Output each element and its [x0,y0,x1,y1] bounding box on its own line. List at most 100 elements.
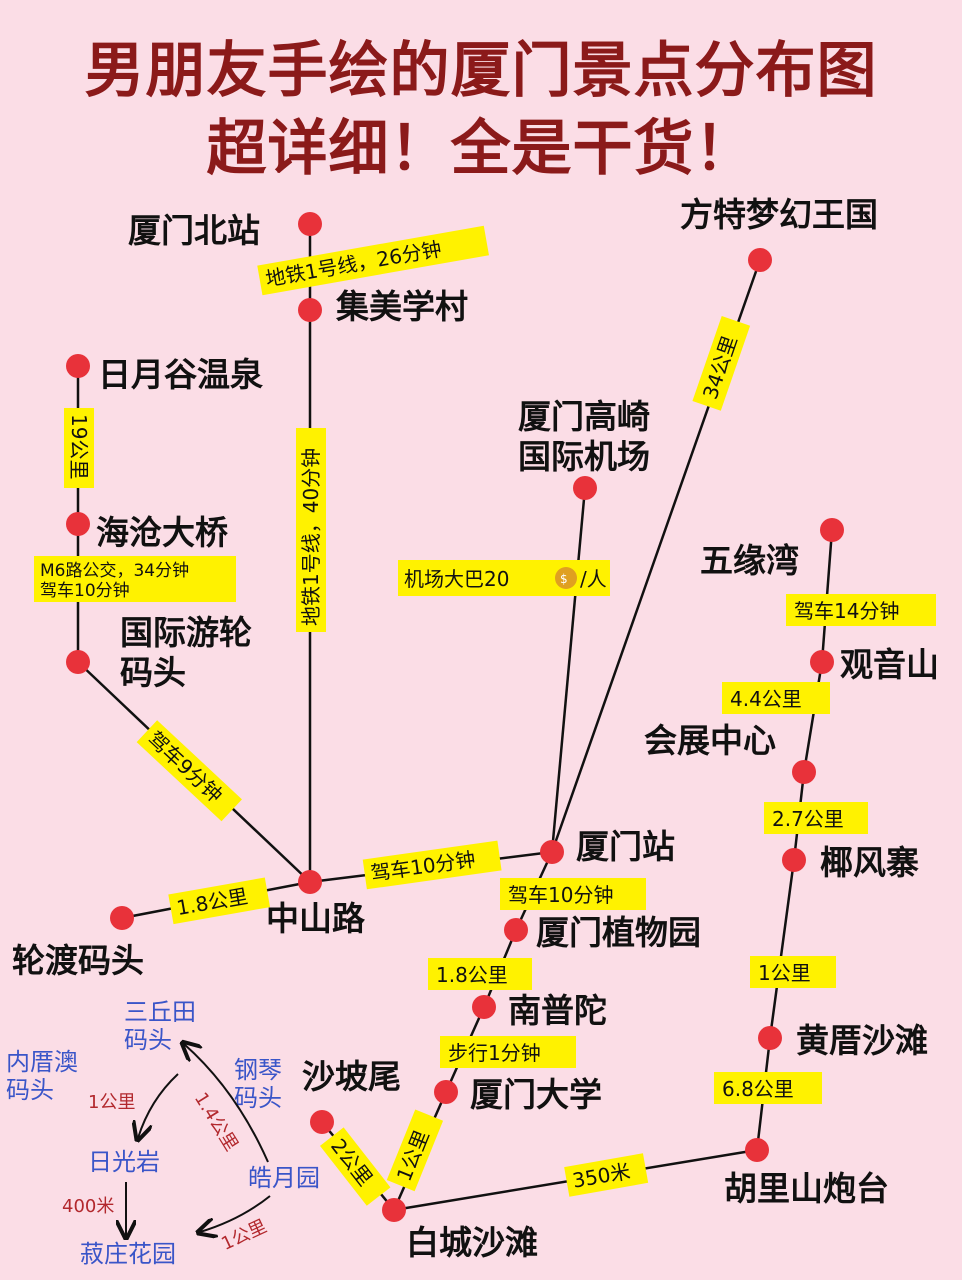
gly-d400: 400米 [62,1196,114,1217]
title-line-1: 男朋友手绘的厦门景点分布图 [84,36,878,106]
place-huizhan: 会展中心 [644,721,776,760]
dot-hulishan[interactable] [745,1138,769,1162]
dot-zhongshan[interactable] [298,870,322,894]
label-drive10a: 驾车10分钟 [362,840,502,890]
dot-nanputuo[interactable] [472,995,496,1019]
svg-text:1公里: 1公里 [758,961,811,985]
svg-text:地铁1号线，40分钟: 地铁1号线，40分钟 [299,448,323,626]
place-guoji-1: 国际游轮 [120,613,252,652]
svg-text:$: $ [560,572,568,586]
label-metro26: 地铁1号线，26分钟 [257,225,489,296]
place-jimei: 集美学村 [335,287,468,326]
place-names: 厦门北站 集美学村 日月谷温泉 海沧大桥 国际游轮 码头 方特梦幻王国 厦门高崎… [12,195,939,1262]
gly-sanqiu-2: 码头 [124,1026,172,1054]
dot-shapowei[interactable] [310,1110,334,1134]
svg-text:/人: /人 [580,567,607,591]
dot-zhiwuyuan[interactable] [504,918,528,942]
place-hulishan: 胡里山炮台 [724,1169,889,1208]
svg-text:4.4公里: 4.4公里 [730,687,802,711]
place-airport-1: 厦门高崎 [518,397,650,436]
svg-text:地铁1号线，26分钟: 地铁1号线，26分钟 [264,237,444,292]
label-km44: 4.4公里 [722,682,830,714]
place-yefeng: 椰风寨 [820,843,919,882]
svg-text:驾车10分钟: 驾车10分钟 [508,883,613,907]
label-m6: M6路公交，34分钟 驾车10分钟 [34,556,236,602]
place-fangte: 方特梦幻王国 [680,195,878,234]
label-metro40: 地铁1号线，40分钟 [296,428,326,632]
label-km18a: 1.8公里 [168,877,271,925]
gly-sanqiu-1: 三丘田 [124,998,196,1026]
label-km19: 19公里 [64,408,94,488]
gulangyu-inset: 三丘田 码头 内厝澳 码头 钢琴 码头 日光岩 皓月园 菽庄花园 1公里 1.4… [6,998,320,1268]
svg-text:M6路公交，34分钟: M6路公交，34分钟 [40,561,189,581]
gly-gangqin-1: 钢琴 [234,1056,282,1084]
place-nanputuo: 南普陀 [508,991,607,1030]
svg-text:2.7公里: 2.7公里 [772,807,844,831]
place-wuyuan: 五缘湾 [700,541,799,580]
gly-neicuo-1: 内厝澳 [6,1048,78,1076]
dot-baicheng[interactable] [382,1198,406,1222]
dot-haicang[interactable] [66,512,90,536]
label-km68: 6.8公里 [714,1072,822,1104]
place-huangcuo: 黄厝沙滩 [796,1021,928,1060]
gly-shuzhuang: 菽庄花园 [80,1240,176,1268]
svg-text:步行1分钟: 步行1分钟 [448,1041,541,1065]
label-km1a: 1公里 [750,956,836,988]
place-beizhan: 厦门北站 [128,211,260,250]
gly-haoyue: 皓月园 [248,1164,320,1192]
label-m350: 350米 [564,1153,649,1197]
dot-huangcuo[interactable] [758,1026,782,1050]
dot-huizhan[interactable] [792,760,816,784]
gly-riguang: 日光岩 [88,1148,160,1176]
place-riyuegu: 日月谷温泉 [98,355,263,394]
svg-text:6.8公里: 6.8公里 [722,1077,794,1101]
svg-text:驾车14分钟: 驾车14分钟 [794,599,899,623]
place-xiada: 厦门大学 [470,1075,602,1114]
label-drive14: 驾车14分钟 [786,594,936,626]
svg-text:驾车9分钟: 驾车9分钟 [143,726,227,807]
place-zhiwuyuan: 厦门植物园 [536,913,701,952]
svg-text:1.8公里: 1.8公里 [436,963,508,987]
label-drive10b: 驾车10分钟 [500,878,646,910]
svg-text:350米: 350米 [571,1159,632,1193]
dot-fangte[interactable] [748,248,772,272]
dot-guoji[interactable] [66,650,90,674]
gly-d1: 1公里 [88,1092,135,1113]
dot-yefeng[interactable] [782,848,806,872]
place-haicang: 海沧大桥 [96,513,228,552]
dot-riyuegu[interactable] [66,354,90,378]
money-bag-icon [555,567,577,589]
label-drive9: 驾车9分钟 [136,720,242,822]
gly-neicuo-2: 码头 [6,1076,54,1104]
dot-lundu[interactable] [110,906,134,930]
dot-beizhan[interactable] [298,212,322,236]
label-km27: 2.7公里 [764,802,868,834]
place-zhongshan: 中山路 [266,899,366,938]
label-airport-bus: 机场大巴20 $ /人 [398,560,610,596]
place-guoji-2: 码头 [120,653,186,692]
place-lundu: 轮渡码头 [12,941,144,980]
label-km2: 2公里 [319,1127,391,1206]
place-xiamenzhan: 厦门站 [576,827,675,866]
place-airport-2: 国际机场 [518,437,650,476]
dot-guanyin[interactable] [810,650,834,674]
station-dots [66,212,844,1222]
svg-text:机场大巴20: 机场大巴20 [404,567,509,591]
dot-jimei[interactable] [298,298,322,322]
label-km18b: 1.8公里 [428,958,532,990]
svg-text:驾车10分钟: 驾车10分钟 [40,581,130,601]
dot-airport[interactable] [573,476,597,500]
place-shapowei: 沙坡尾 [302,1057,401,1096]
dot-xiamenzhan[interactable] [540,840,564,864]
label-km34: 34公里 [692,315,751,411]
title-line-2: 超详细！全是干货！ [206,114,756,184]
label-walk1: 步行1分钟 [440,1036,576,1068]
label-km1b: 1公里 [386,1109,444,1192]
place-baicheng: 白城沙滩 [406,1223,538,1262]
svg-text:19公里: 19公里 [67,414,91,479]
dot-wuyuan[interactable] [820,518,844,542]
gly-gangqin-2: 码头 [234,1084,282,1112]
place-guanyin: 观音山 [840,645,939,684]
dot-xiada[interactable] [434,1080,458,1104]
